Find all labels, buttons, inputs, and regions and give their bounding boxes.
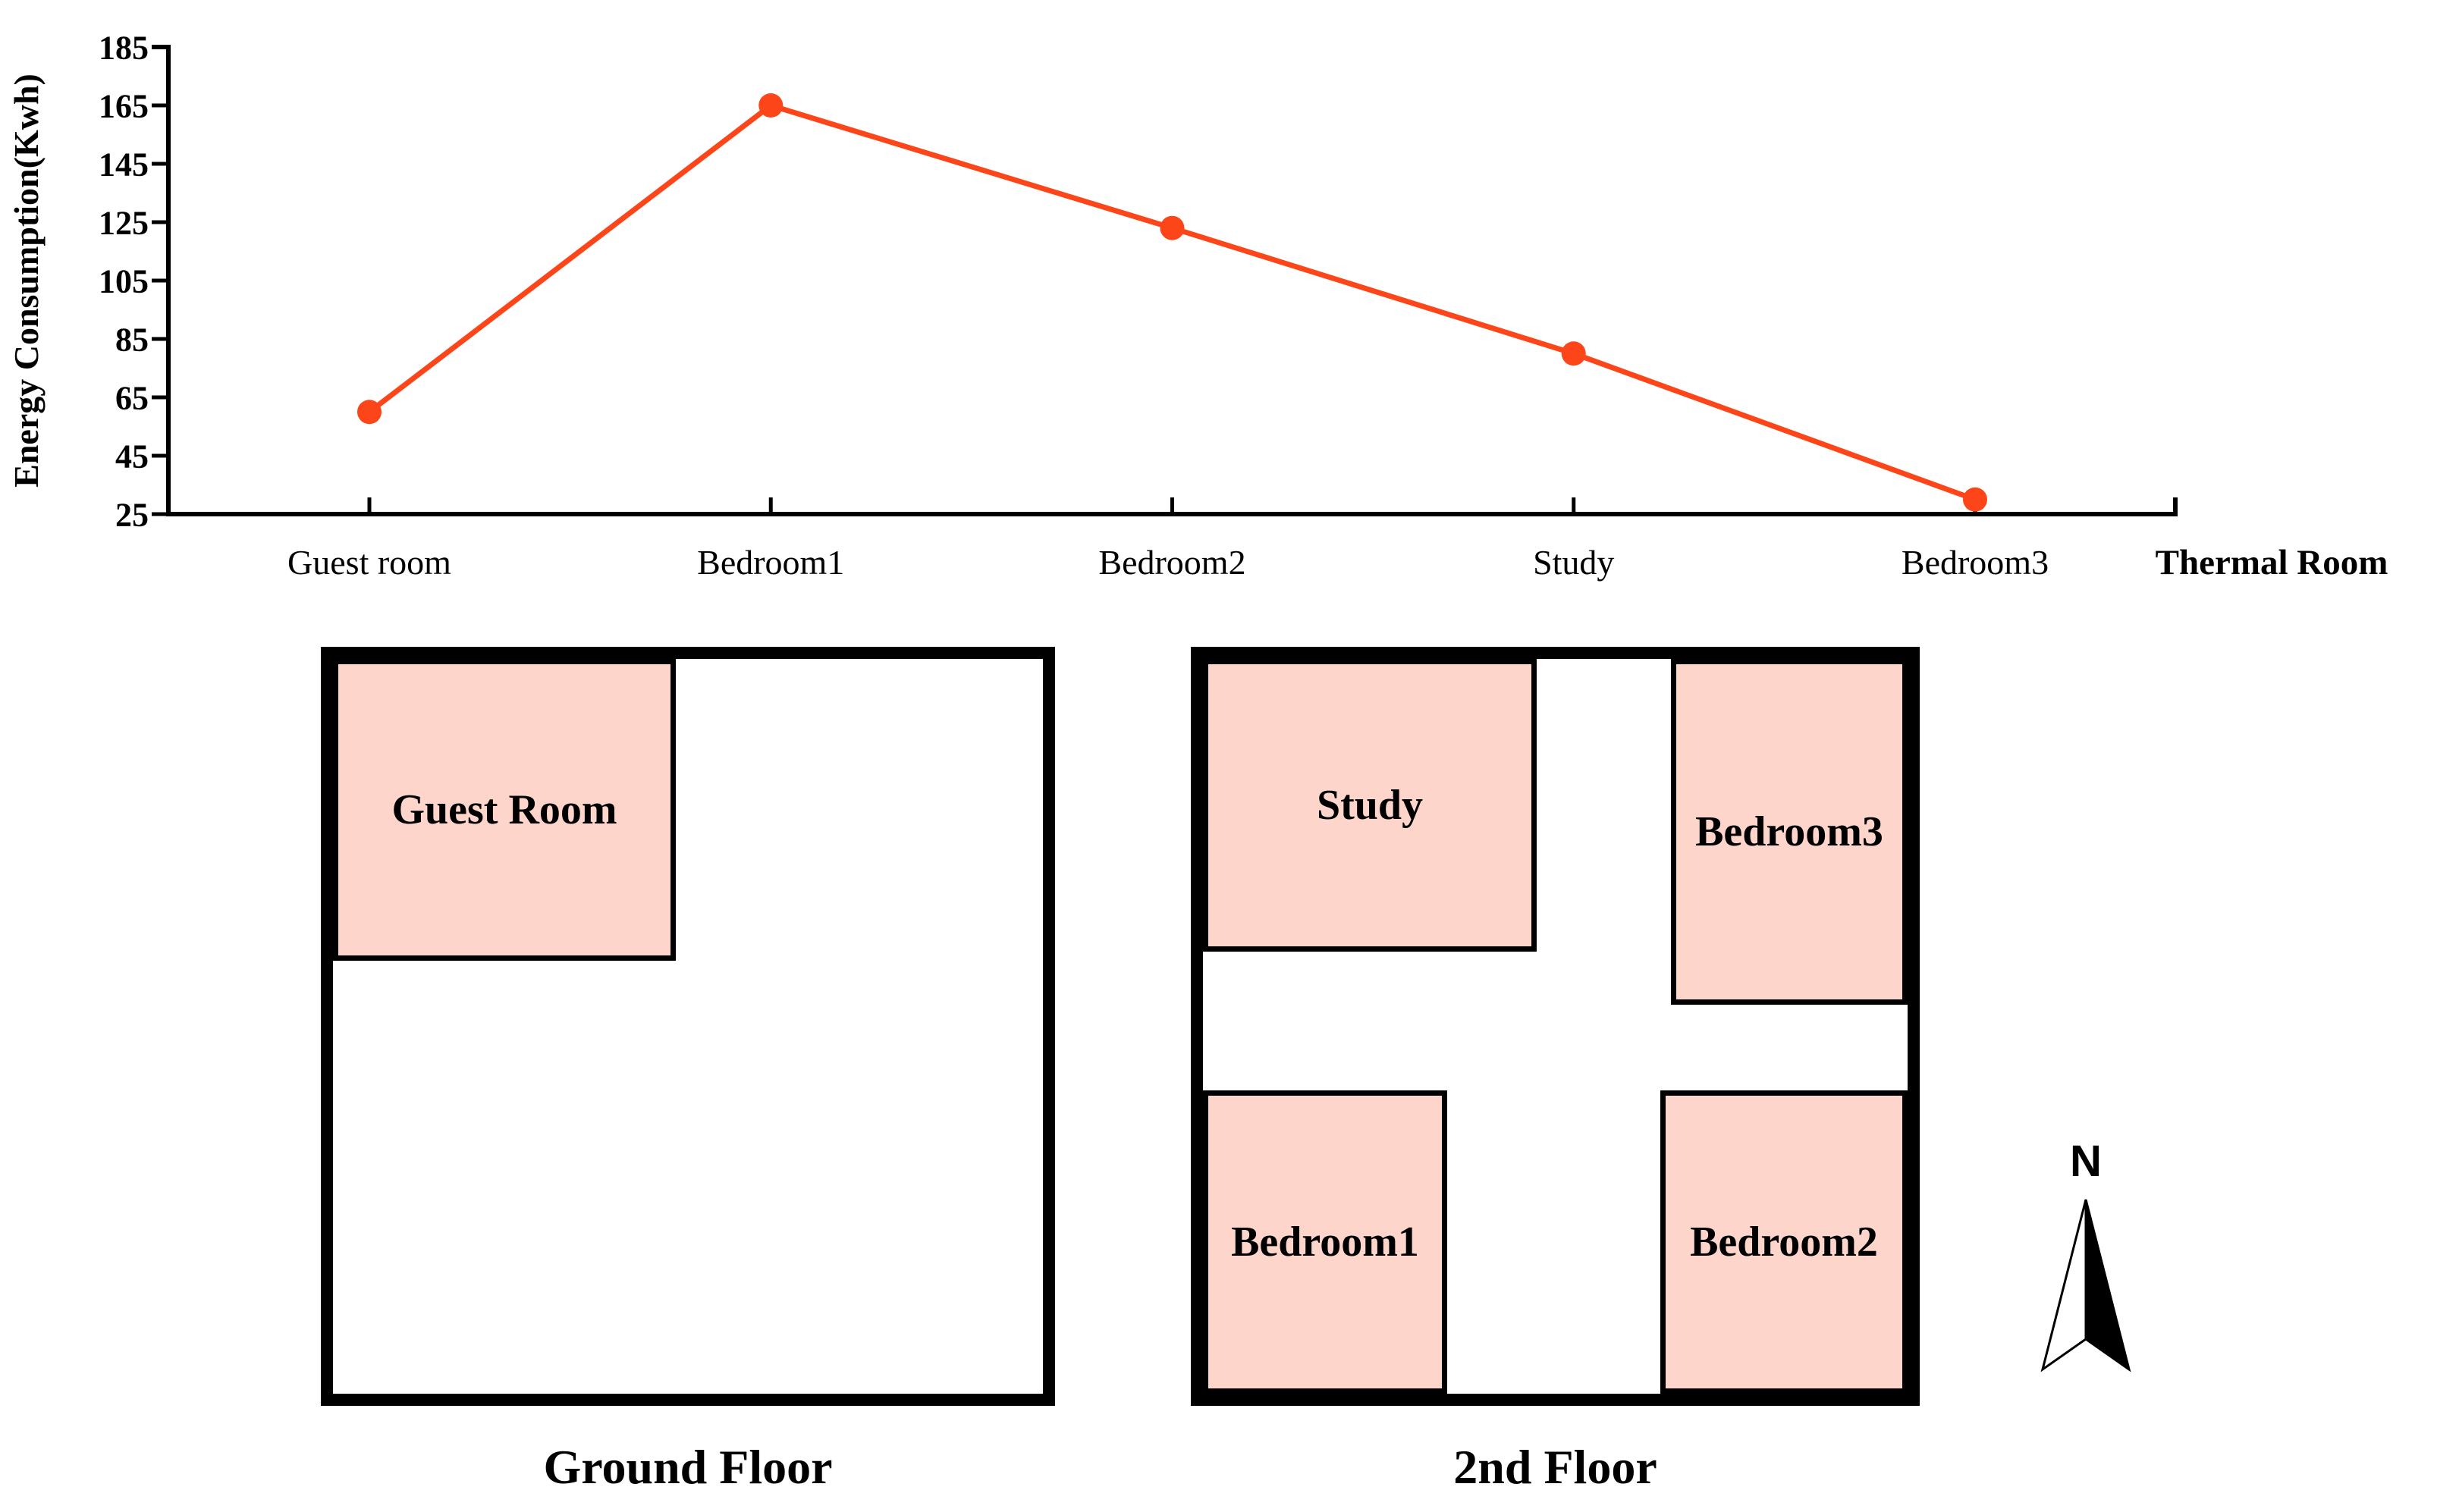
- room-bedroom1: Bedroom1: [1203, 1090, 1447, 1394]
- data-point: [1561, 341, 1586, 366]
- data-line: [367, 102, 1977, 503]
- room-bedroom3: Bedroom3: [1671, 659, 1908, 1005]
- compass-north-label: N: [2070, 1137, 2102, 1186]
- x-category-label: Bedroom1: [697, 543, 844, 582]
- room-study-label: Study: [1316, 782, 1424, 829]
- north-compass: N: [2018, 1136, 2154, 1394]
- x-category-label: Bedroom3: [1902, 543, 2049, 582]
- chart-axes: [152, 45, 2178, 516]
- room-guest-room: Guest Room: [333, 659, 676, 961]
- x-category-label: Guest room: [287, 543, 451, 582]
- room-guest-room-label: Guest Room: [391, 786, 617, 833]
- data-point: [1963, 487, 1987, 512]
- x-category-label: Study: [1533, 543, 1614, 582]
- axis-spine: [152, 45, 2178, 516]
- y-tick-label: 45: [115, 438, 149, 475]
- north-arrow-icon: [2040, 1199, 2131, 1372]
- y-tick-label: 85: [115, 321, 149, 358]
- data-point: [357, 400, 382, 425]
- second-floor-plan: Study Bedroom3 Bedroom1 Bedroom2: [1191, 647, 1920, 1406]
- ground-floor-caption: Ground Floor: [543, 1440, 833, 1494]
- room-bedroom2-label: Bedroom2: [1690, 1219, 1878, 1266]
- ground-floor-plan: Guest Room: [321, 647, 1055, 1406]
- y-tick-label: 105: [99, 262, 149, 300]
- data-point: [758, 93, 784, 118]
- room-bedroom2: Bedroom2: [1660, 1090, 1908, 1394]
- room-bedroom1-label: Bedroom1: [1231, 1219, 1419, 1266]
- room-study: Study: [1203, 659, 1537, 952]
- x-axis-title: Thermal Room: [2156, 543, 2388, 582]
- y-tick-label: 125: [99, 204, 149, 241]
- y-tick-label: 165: [99, 87, 149, 124]
- y-axis-title: Energy Consumption(Kwh): [7, 74, 46, 488]
- y-tick-label: 25: [115, 496, 149, 533]
- y-tick-label: 185: [99, 29, 149, 66]
- chart-series: [357, 93, 1987, 512]
- second-floor-caption: 2nd Floor: [1453, 1440, 1657, 1494]
- x-category-label: Bedroom2: [1098, 543, 1245, 582]
- room-bedroom3-label: Bedroom3: [1695, 808, 1883, 855]
- y-tick-label: 145: [99, 146, 149, 183]
- data-point: [1160, 215, 1185, 240]
- y-tick-label: 65: [115, 379, 149, 416]
